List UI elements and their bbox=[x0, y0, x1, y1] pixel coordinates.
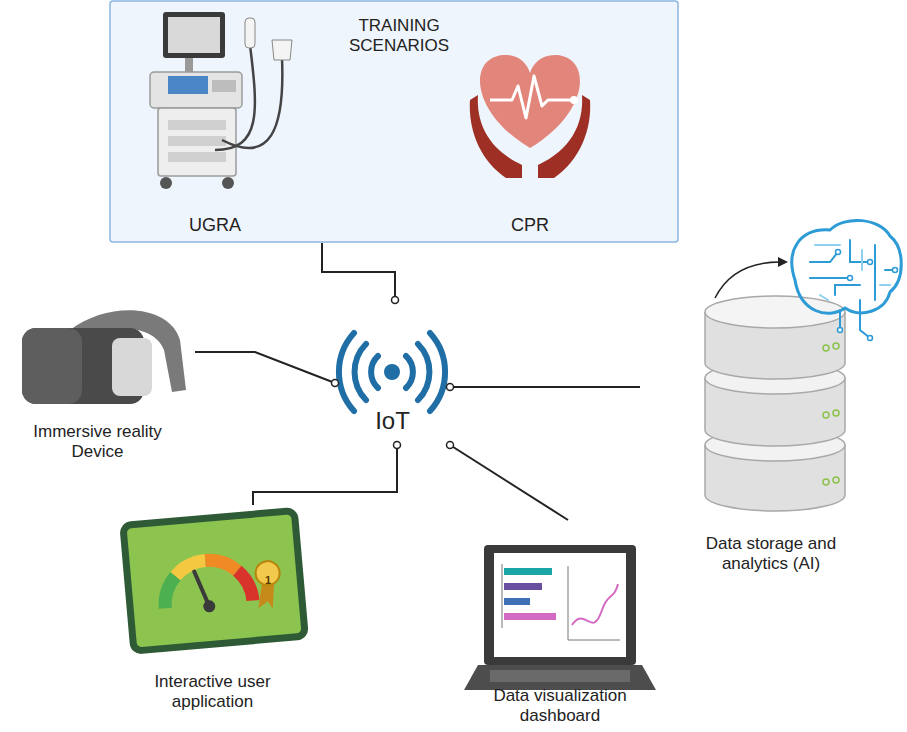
flow-arrow bbox=[715, 257, 788, 298]
node-label: CPR bbox=[460, 215, 600, 237]
node-label: Data storage and analytics (AI) bbox=[671, 534, 871, 575]
tablet-app bbox=[123, 511, 305, 652]
medal-number: 1 bbox=[261, 575, 275, 586]
device-node: Immersive reality Device bbox=[5, 300, 195, 475]
device-node: Data visualization dashboard bbox=[455, 520, 665, 729]
node-label: Interactive user application bbox=[115, 672, 310, 713]
scenario-panel: TRAINING SCENARIOS UGRA CPR bbox=[109, 0, 679, 243]
scenario-item: UGRA bbox=[130, 5, 300, 241]
connector bbox=[195, 352, 339, 387]
node-label: Data visualization dashboard bbox=[455, 686, 665, 727]
node-label: UGRA bbox=[130, 215, 300, 237]
ultrasound-machine bbox=[150, 12, 292, 189]
connector bbox=[447, 384, 641, 391]
cpr-icon bbox=[470, 55, 590, 178]
database-cylinder bbox=[705, 296, 845, 511]
connector bbox=[253, 442, 401, 506]
node-label: Immersive reality Device bbox=[10, 422, 185, 463]
node-label: IoT bbox=[335, 407, 450, 436]
scenario-panel bbox=[110, 1, 678, 242]
panel-title: TRAINING SCENARIOS bbox=[324, 16, 474, 57]
iot-hub: IoT bbox=[335, 300, 450, 445]
connector bbox=[322, 243, 399, 304]
storage-node: Data storage and analytics (AI) bbox=[640, 228, 902, 590]
vr-headset bbox=[22, 310, 186, 404]
device-node: Interactive user application bbox=[115, 505, 310, 727]
laptop-dashboard bbox=[464, 545, 656, 690]
connector bbox=[447, 442, 569, 521]
ai-brain bbox=[792, 220, 901, 340]
iot-icon bbox=[339, 333, 445, 411]
scenario-item: CPR bbox=[460, 40, 600, 240]
